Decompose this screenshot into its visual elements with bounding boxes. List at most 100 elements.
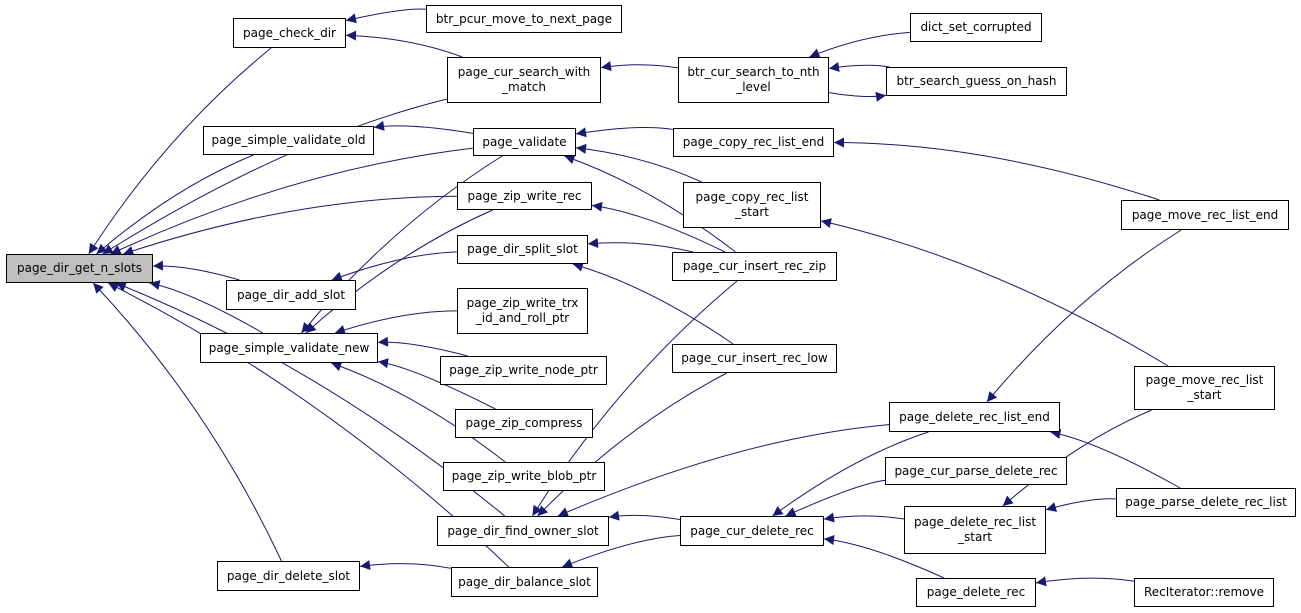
- edge-n1-to-n0: [88, 47, 272, 255]
- edge-n9-to-n8: [575, 127, 674, 138]
- node-label: _start: [958, 530, 992, 544]
- graph-node-page-dir-find-owner-slot[interactable]: page_dir_find_owner_slot: [437, 516, 609, 546]
- edge-n23-to-n27: [785, 479, 886, 517]
- node-label: page_zip_write_rec: [467, 188, 582, 203]
- edge-n28-to-n27: [823, 512, 905, 523]
- edge-n15-to-n0: [152, 260, 240, 281]
- node-label: page_simple_validate_old: [211, 133, 366, 147]
- node-label: page_delete_rec_list: [913, 515, 1037, 529]
- edge-n25-to-n22: [1050, 429, 1181, 489]
- graph-node-page-zip-write-trx-id-and-roll-ptr[interactable]: page_zip_write_trx_id_and_roll_ptr: [457, 288, 588, 334]
- edge-n12-to-n22: [986, 229, 1182, 403]
- node-label: page_cur_insert_rec_low: [681, 351, 828, 365]
- graph-node-page-dir-balance-slot[interactable]: page_dir_balance_slot: [451, 567, 598, 597]
- node-label: page_cur_insert_rec_zip: [682, 259, 827, 273]
- node-label: page_dir_get_n_slots: [16, 261, 143, 275]
- node-label: page_zip_compress: [465, 416, 583, 430]
- node-label: page_copy_rec_list: [695, 190, 809, 204]
- graph-node-page-check-dir[interactable]: page_check_dir: [233, 18, 346, 48]
- graph-node-page-dir-delete-slot[interactable]: page_dir_delete_slot: [217, 561, 360, 591]
- graph-node-dict-set-corrupted[interactable]: dict_set_corrupted: [910, 13, 1042, 42]
- graph-node-page-move-rec-list-end[interactable]: page_move_rec_list_end: [1121, 200, 1289, 230]
- edge-n24-to-n17: [331, 361, 506, 463]
- node-label: page_delete_rec_list_end: [899, 409, 1050, 424]
- graph-node-page-dir-split-slot[interactable]: page_dir_split_slot: [457, 235, 588, 264]
- node-label: page_copy_rec_list_end: [682, 135, 825, 149]
- edge-n12-to-n9: [833, 137, 1160, 201]
- edge-n5-to-n4: [809, 31, 911, 58]
- edge-n10-to-n17: [305, 209, 493, 334]
- edge-n16-to-n17: [334, 310, 458, 335]
- graph-node-page-validate[interactable]: page_validate: [473, 128, 576, 156]
- edge-n22-to-n26: [557, 424, 890, 517]
- edge-n18-to-n26: [537, 372, 727, 517]
- edge-n10-to-n0: [123, 195, 458, 256]
- graph-node-page-copy-rec-list-end[interactable]: page_copy_rec_list_end: [673, 128, 834, 157]
- graph-node-page-cur-search-with-match[interactable]: page_cur_search_with_match: [447, 57, 601, 103]
- edge-n17-to-n0: [149, 280, 264, 334]
- node-label: _id_and_roll_ptr: [475, 311, 570, 325]
- node-label: page_dir_find_owner_slot: [447, 523, 599, 538]
- node-label: btr_cur_search_to_nth: [687, 65, 820, 79]
- graph-node-page-simple-validate-old[interactable]: page_simple_validate_old: [203, 126, 374, 155]
- edge-n27-to-n26: [608, 510, 681, 521]
- graph-node-btr-pcur-move-to-next-page[interactable]: btr_pcur_move_to_next_page: [426, 5, 622, 33]
- graph-node-page-cur-parse-delete-rec[interactable]: page_cur_parse_delete_rec: [885, 457, 1067, 485]
- edge-n3-to-n1: [345, 30, 463, 58]
- node-label: page_dir_delete_slot: [226, 568, 351, 583]
- node-label: btr_search_guess_on_hash: [896, 74, 1057, 88]
- graph-node-page-delete-rec[interactable]: page_delete_rec: [916, 578, 1036, 607]
- node-label: btr_pcur_move_to_next_page: [435, 11, 613, 26]
- graph-node-page-cur-insert-rec-low[interactable]: page_cur_insert_rec_low: [672, 344, 837, 373]
- edge-n8-to-n7: [373, 120, 474, 134]
- node-label: page_zip_write_blob_ptr: [451, 469, 597, 483]
- edge-n32-to-n31: [1035, 576, 1135, 587]
- node-label: dict_set_corrupted: [920, 20, 1032, 34]
- graph-node-btr-search-guess-on-hash[interactable]: btr_search_guess_on_hash: [886, 67, 1067, 96]
- graph-node-page-move-rec-list-start[interactable]: page_move_rec_list_start: [1134, 366, 1275, 410]
- graph-node-btr-cur-search-to-nth-level[interactable]: btr_cur_search_to_nth_level: [678, 57, 829, 103]
- graph-node-page-zip-write-node-ptr[interactable]: page_zip_write_node_ptr: [440, 356, 607, 385]
- graph-node-page-delete-rec-list-start[interactable]: page_delete_rec_list_start: [904, 506, 1046, 554]
- node-label: page_cur_parse_delete_rec: [894, 463, 1058, 478]
- edge-n14-to-n8: [564, 154, 736, 253]
- graph-node-page-dir-add-slot[interactable]: page_dir_add_slot: [226, 280, 356, 310]
- graph-node-page-zip-compress[interactable]: page_zip_compress: [455, 409, 593, 438]
- node-label: page_cur_search_with: [457, 65, 591, 79]
- edge-n2-to-n1: [345, 8, 427, 24]
- edge-n21-to-n17: [377, 358, 496, 410]
- node-label: page_move_rec_list_end: [1131, 207, 1279, 222]
- node-label: page_parse_delete_rec_list: [1125, 495, 1287, 509]
- node-label: page_check_dir: [243, 25, 336, 40]
- node-label: _start: [1187, 388, 1222, 402]
- node-label: page_dir_balance_slot: [458, 574, 591, 589]
- graph-node-page-cur-delete-rec[interactable]: page_cur_delete_rec: [680, 516, 824, 546]
- node-label: page_dir_add_slot: [236, 287, 346, 302]
- node-label: page_zip_write_trx: [466, 296, 579, 310]
- node-label: page_delete_rec: [926, 585, 1026, 599]
- edge-n20-to-n28: [1002, 409, 1152, 507]
- edge-n14-to-n13: [587, 238, 694, 253]
- edge-n18-to-n13: [572, 261, 734, 345]
- graph-node-page-parse-delete-rec-list[interactable]: page_parse_delete_rec_list: [1116, 488, 1296, 517]
- edge-n11-to-n8: [575, 143, 702, 183]
- graph-node-page-delete-rec-list-end[interactable]: page_delete_rec_list_end: [889, 402, 1060, 432]
- graph-node-page-zip-write-rec[interactable]: page_zip_write_rec: [457, 182, 592, 210]
- graph-node-page-cur-insert-rec-zip[interactable]: page_cur_insert_rec_zip: [672, 252, 837, 281]
- graph-node-page-simple-validate-new[interactable]: page_simple_validate_new: [200, 333, 378, 363]
- node-label: _level: [736, 80, 771, 94]
- node-label: page_move_rec_list: [1145, 373, 1264, 387]
- node-label: RecIterator::remove: [1143, 585, 1265, 599]
- edge-n29-to-n0: [92, 282, 282, 562]
- edge-n4-to-n6: [828, 91, 887, 102]
- graph-node-reciterator-remove[interactable]: RecIterator::remove: [1134, 578, 1274, 607]
- edge-n3-to-n0: [102, 98, 448, 255]
- edge-n30-to-n29: [359, 560, 452, 571]
- graph-node-page-copy-rec-list-start[interactable]: page_copy_rec_list_start: [683, 182, 821, 228]
- edge-n22-to-n27: [772, 431, 929, 517]
- node-label: page_cur_delete_rec: [690, 523, 814, 538]
- edge-n6-to-n4: [828, 61, 890, 72]
- graph-node-page-zip-write-blob-ptr[interactable]: page_zip_write_blob_ptr: [443, 462, 605, 491]
